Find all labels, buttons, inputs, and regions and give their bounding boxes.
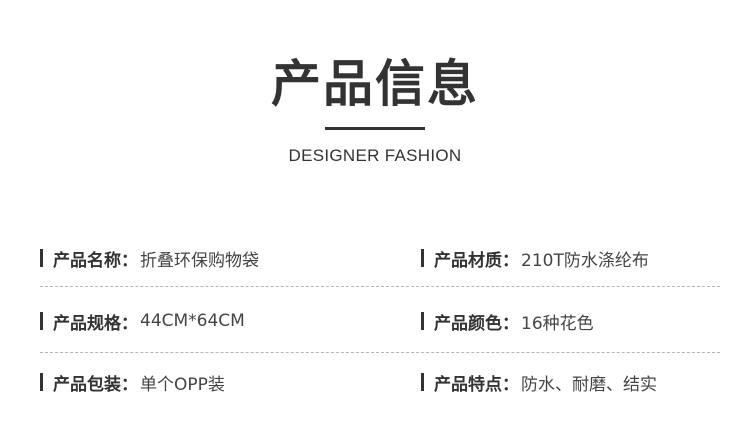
spec-value: 44CM*64CM — [140, 311, 245, 331]
spec-value: 折叠环保购物袋 — [140, 250, 259, 271]
spec-value: 单个OPP装 — [140, 374, 225, 395]
spec-label: 产品特点： — [434, 374, 519, 395]
page-title: 产品信息 — [271, 55, 479, 113]
spec-product-size: 产品规格： 44CM*64CM — [40, 308, 245, 334]
spec-label: 产品规格： — [53, 313, 138, 334]
spec-product-color: 产品颜色： 16种花色 — [421, 308, 594, 334]
spec-product-features: 产品特点： 防水、耐磨、结实 — [421, 369, 657, 395]
spec-label: 产品颜色： — [434, 313, 519, 334]
spec-product-name: 产品名称： 折叠环保购物袋 — [40, 245, 259, 271]
spec-row: 产品包装： 单个OPP装 产品特点： 防水、耐磨、结实 — [0, 369, 750, 395]
spec-label: 产品名称： — [53, 250, 138, 271]
row-divider — [40, 286, 720, 287]
spec-marker — [40, 249, 43, 267]
spec-value: 16种花色 — [521, 313, 594, 334]
spec-marker — [40, 373, 43, 391]
spec-row: 产品规格： 44CM*64CM 产品颜色： 16种花色 — [0, 308, 750, 334]
spec-product-material: 产品材质： 210T防水涤纶布 — [421, 245, 649, 271]
spec-value: 防水、耐磨、结实 — [521, 374, 657, 395]
spec-product-packaging: 产品包装： 单个OPP装 — [40, 369, 225, 395]
row-divider — [40, 352, 720, 353]
spec-label: 产品材质： — [434, 250, 519, 271]
page-subtitle: DESIGNER FASHION — [288, 146, 462, 165]
spec-marker — [40, 312, 43, 330]
spec-marker — [421, 373, 424, 391]
spec-label: 产品包装： — [53, 374, 138, 395]
title-underline — [325, 127, 425, 130]
spec-marker — [421, 312, 424, 330]
spec-value: 210T防水涤纶布 — [521, 250, 649, 271]
spec-marker — [421, 249, 424, 267]
spec-row: 产品名称： 折叠环保购物袋 产品材质： 210T防水涤纶布 — [0, 245, 750, 271]
